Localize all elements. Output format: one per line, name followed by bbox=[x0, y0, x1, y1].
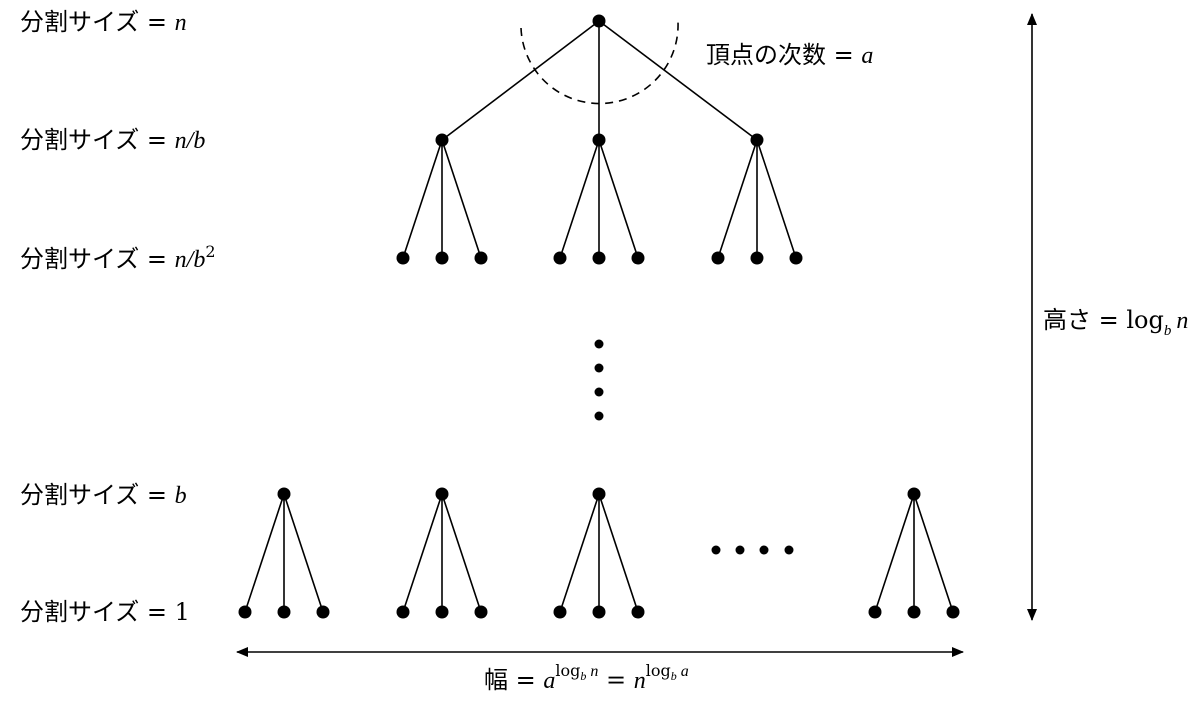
tree-edge bbox=[402, 139, 443, 259]
tree-edge bbox=[598, 139, 639, 259]
level-label-3: 分割サイズ = b bbox=[20, 481, 187, 509]
tree-node bbox=[592, 605, 606, 619]
tree-node bbox=[592, 14, 606, 28]
tree-node bbox=[553, 605, 567, 619]
tree-node bbox=[907, 605, 921, 619]
level-label-4: 分割サイズ = 1 bbox=[20, 598, 190, 626]
degree-label: 頂点の次数 = a bbox=[706, 41, 873, 69]
tree-node bbox=[592, 487, 606, 501]
tree-node bbox=[316, 605, 330, 619]
tree-node bbox=[435, 133, 449, 147]
tree-edge bbox=[559, 139, 600, 259]
tree-edge bbox=[441, 493, 482, 613]
tree-node bbox=[946, 605, 960, 619]
tree-node bbox=[435, 487, 449, 501]
horizontal-ellipsis bbox=[711, 545, 794, 555]
tree-node bbox=[277, 487, 291, 501]
tree-edge bbox=[717, 139, 758, 259]
level-label-1: 分割サイズ = n/b bbox=[20, 126, 205, 154]
tree-edge bbox=[874, 493, 915, 613]
level-label-2: 分割サイズ = n/b2 bbox=[20, 242, 216, 273]
tree-edge bbox=[441, 20, 600, 141]
tree-edge bbox=[913, 493, 954, 613]
tree-node bbox=[238, 605, 252, 619]
level-label-0: 分割サイズ = n bbox=[20, 8, 187, 36]
tree-edge bbox=[598, 493, 639, 613]
tree-node bbox=[631, 605, 645, 619]
degree-arc bbox=[520, 21, 679, 105]
tree-edge bbox=[559, 493, 600, 613]
tree-edge bbox=[598, 20, 758, 141]
tree-edges bbox=[244, 20, 954, 613]
tree-edge bbox=[756, 139, 797, 259]
vertical-ellipsis bbox=[594, 339, 604, 421]
tree-node bbox=[435, 605, 449, 619]
tree-edge bbox=[402, 493, 443, 613]
tree-nodes bbox=[238, 14, 960, 619]
tree-node bbox=[631, 251, 645, 265]
tree-node bbox=[868, 605, 882, 619]
tree-node bbox=[396, 251, 410, 265]
tree-edge bbox=[244, 493, 285, 613]
tree-node bbox=[277, 605, 291, 619]
tree-node bbox=[553, 251, 567, 265]
tree-edge bbox=[441, 139, 482, 259]
tree-node bbox=[789, 251, 803, 265]
tree-node bbox=[711, 251, 725, 265]
tree-node bbox=[474, 605, 488, 619]
tree-node bbox=[750, 251, 764, 265]
tree-node bbox=[750, 133, 764, 147]
tree-node bbox=[592, 251, 606, 265]
tree-node bbox=[592, 133, 606, 147]
tree-node bbox=[396, 605, 410, 619]
tree-node bbox=[474, 251, 488, 265]
tree-node bbox=[435, 251, 449, 265]
tree-edge bbox=[283, 493, 324, 613]
tree-node bbox=[907, 487, 921, 501]
